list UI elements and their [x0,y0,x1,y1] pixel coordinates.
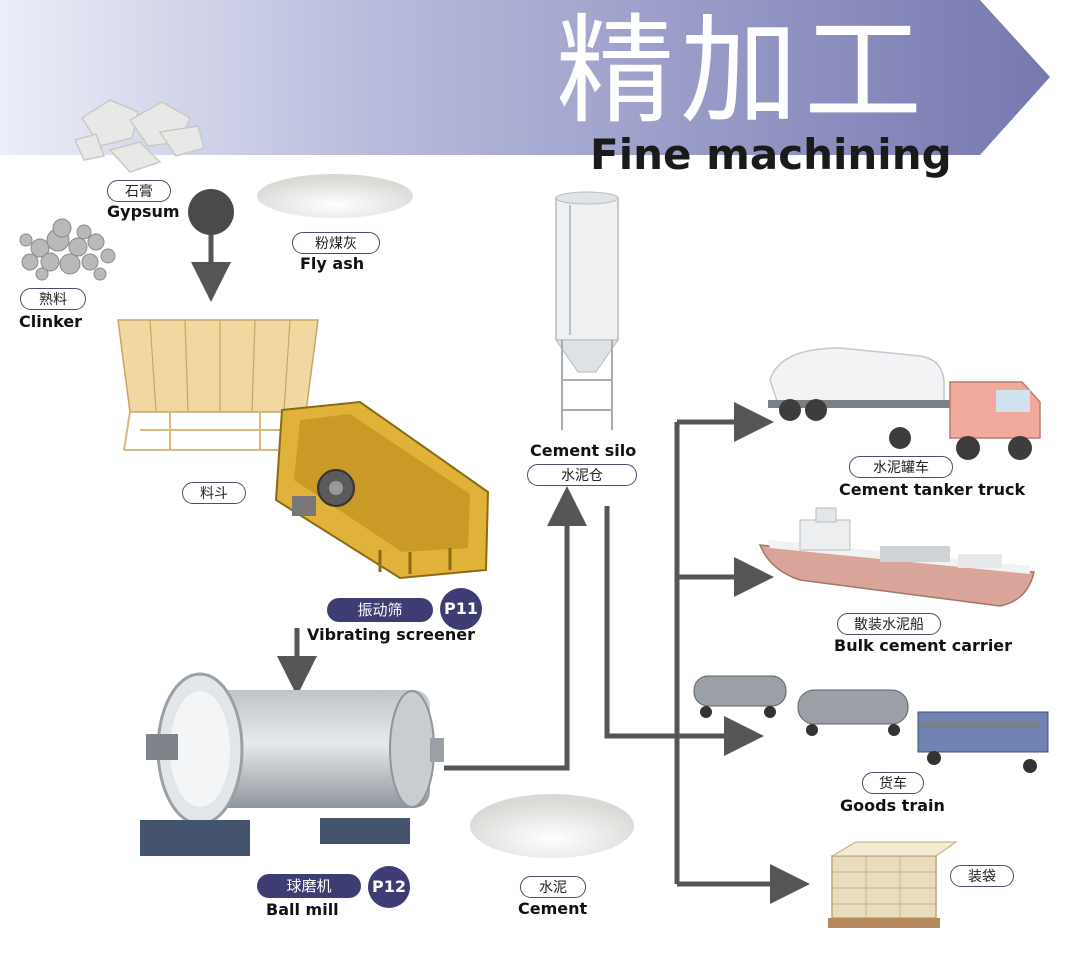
arrow-mill-to-silo [444,486,587,771]
hopper-image [117,319,319,451]
bulk-carrier-cn-label: 散装水泥船 [837,613,941,635]
fly-ash-image [257,174,413,218]
title-banner [0,0,1050,155]
bagging-image [828,841,958,928]
vibrating-screener-cn-label: 振动筛 [327,598,433,622]
vibrating-screener-en-label: Vibrating screener [307,625,476,644]
hopper-cn-label: 料斗 [182,482,246,504]
cement-silo-image [555,191,619,430]
cement-en-label: Cement [518,899,588,918]
goods-train-en-label: Goods train [840,796,945,815]
goods-train-cn-label: 货车 [862,772,924,794]
tanker-truck-cn-label: 水泥罐车 [849,456,953,478]
bagging-cn-label: 装袋 [950,865,1014,887]
fly-ash-cn-label: 粉煤灰 [292,232,380,254]
cement-silo-en-label: Cement silo [530,441,637,460]
feed-ball-icon [188,189,234,235]
clinker-en-label: Clinker [19,312,83,331]
vibrating-screener-image [274,400,490,580]
cement-silo-cn-label: 水泥仓 [527,464,637,486]
gypsum-en-label: Gypsum [107,202,180,221]
cement-pile-image [470,794,634,858]
ball-mill-cn-label: 球磨机 [257,874,361,898]
title-chinese: 精加工 [556,2,929,140]
distribution-arrows [604,402,810,904]
vibrating-screener-page-badge: P11 [440,588,482,630]
ball-mill-page-badge: P12 [368,866,410,908]
title-english: Fine machining [590,130,952,179]
bulk-carrier-image [758,507,1035,607]
fly-ash-en-label: Fly ash [300,254,365,273]
ball-mill-image [140,672,444,856]
ball-mill-en-label: Ball mill [266,900,339,919]
tanker-truck-en-label: Cement tanker truck [839,480,1026,499]
gypsum-image [73,99,205,173]
clinker-cn-label: 熟料 [20,288,86,310]
cement-cn-label: 水泥 [520,876,586,898]
goods-train-image [693,675,1049,773]
gypsum-cn-label: 石膏 [107,180,171,202]
bulk-carrier-en-label: Bulk cement carrier [834,636,1013,655]
clinker-image [19,218,116,281]
tanker-truck-image [768,347,1041,460]
